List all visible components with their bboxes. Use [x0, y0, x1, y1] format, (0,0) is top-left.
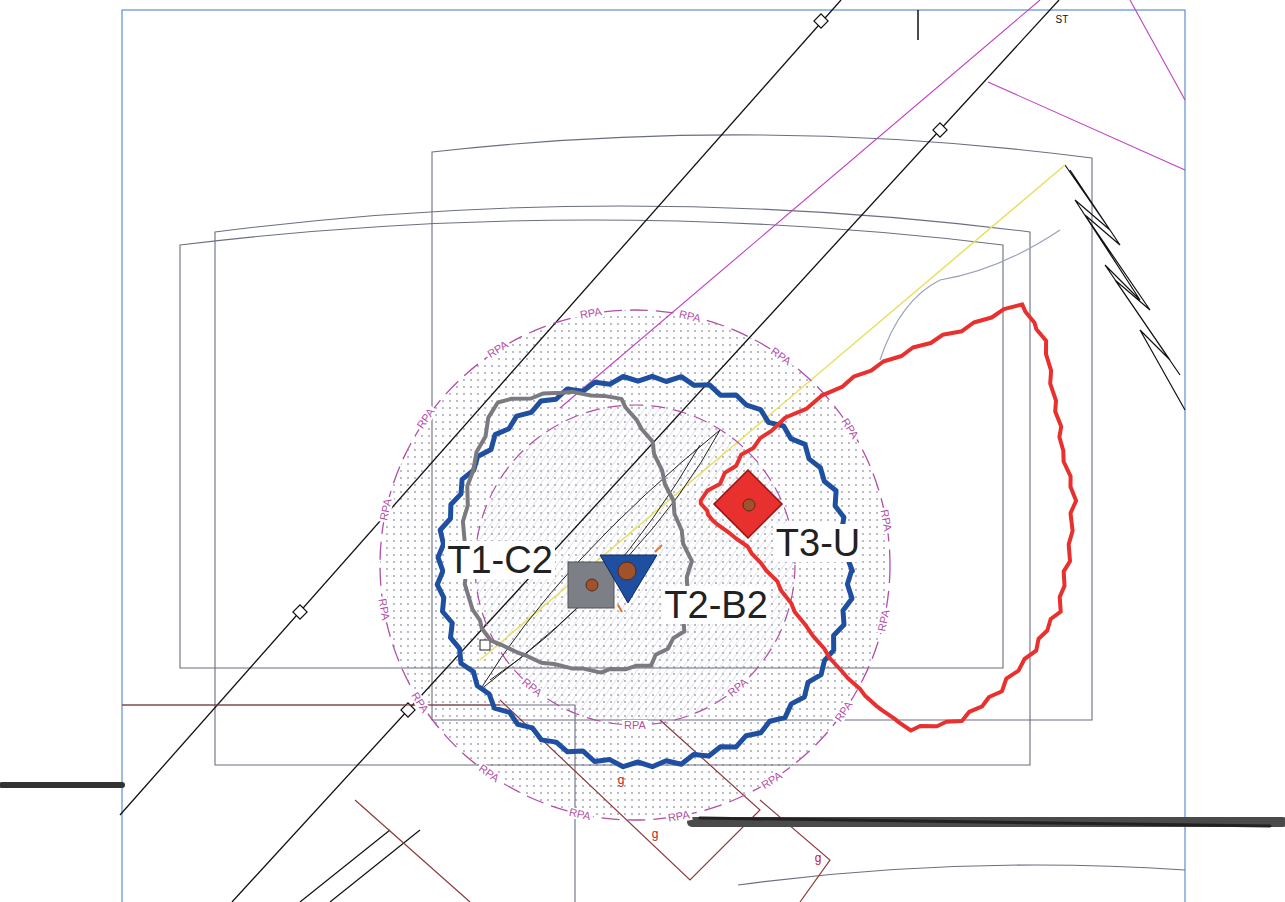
- rpa-label: RPA: [475, 762, 502, 786]
- tree-symbol: [714, 470, 782, 538]
- rpa-label: RPA: [878, 507, 893, 534]
- survey-markers: [293, 14, 947, 717]
- rpa-label: RPA: [676, 308, 704, 324]
- tree-symbol: [568, 562, 614, 608]
- rpa-label: RPA: [758, 769, 786, 792]
- rpa-label: RPA: [832, 698, 856, 725]
- g-label: g: [618, 774, 625, 786]
- rpa-label: RPA: [376, 596, 391, 623]
- crown-outline-t3: [701, 304, 1076, 730]
- g-label: g: [652, 828, 659, 840]
- rpa-label: RPA: [408, 688, 431, 716]
- map-label: ST: [1056, 15, 1069, 25]
- rpa-label: RPA: [724, 675, 751, 700]
- map-frame: [122, 10, 1185, 902]
- hedge-symbol: [1065, 165, 1185, 410]
- g-label: g: [815, 852, 822, 864]
- building-outlines: [122, 700, 830, 902]
- redaction-mark: [2, 785, 1283, 826]
- tree-label: T3-U: [774, 524, 862, 562]
- rpa-label: RPA: [666, 808, 693, 823]
- rpa-label: RPA: [768, 344, 795, 368]
- rpa-circle: [380, 310, 890, 820]
- rpa-label: RPA: [839, 414, 862, 442]
- road-lines: [120, 0, 1059, 902]
- canopy-outlines: [122, 135, 1185, 902]
- tree-label: T2-B2: [662, 586, 769, 624]
- rpa-label: RPA: [414, 405, 438, 432]
- rpa-label: RPA: [566, 806, 594, 822]
- rpa-label: RPA: [378, 496, 394, 524]
- rpa-zone: [380, 310, 890, 820]
- crown-outline-t1: [463, 392, 692, 673]
- rpa-label: RPA: [622, 720, 648, 731]
- service-line: [480, 165, 1065, 660]
- tree-label: T1-C2: [445, 541, 555, 579]
- crown-outline-t2: [437, 376, 852, 766]
- tree-symbol: [600, 545, 662, 612]
- rpa-label: RPA: [484, 338, 512, 361]
- rpa-label: RPA: [876, 606, 892, 634]
- rpa-label: RPA: [577, 306, 604, 321]
- rpa-label: RPA: [519, 675, 546, 700]
